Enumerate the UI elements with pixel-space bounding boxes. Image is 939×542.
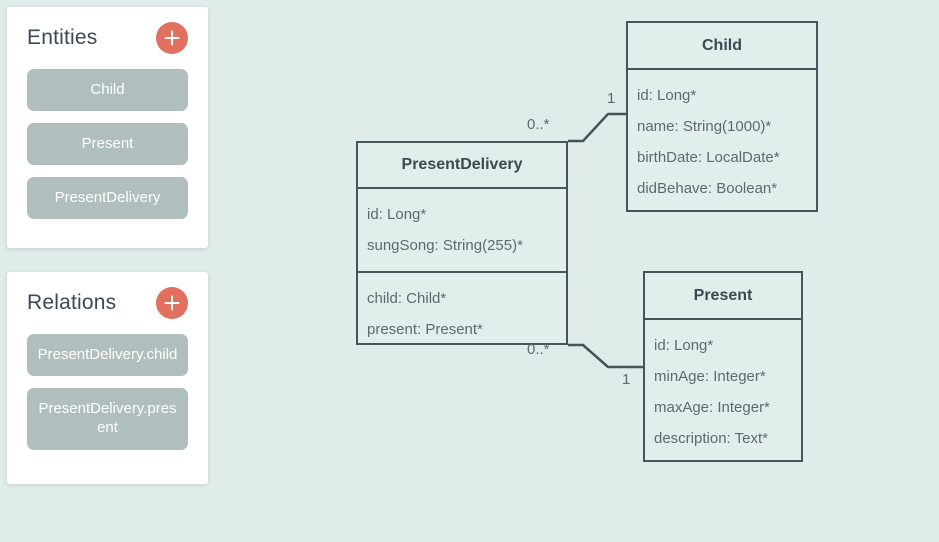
- entity-box-presentdelivery[interactable]: PresentDelivery id: Long* sungSong: Stri…: [356, 141, 568, 345]
- relations-panel: Relations PresentDelivery.child PresentD…: [7, 272, 208, 484]
- entity-box-child[interactable]: Child id: Long* name: String(1000)* birt…: [626, 21, 818, 212]
- entity-attribute: id: Long*: [654, 337, 714, 354]
- entity-title-present: Present: [645, 273, 801, 320]
- entity-list-item-presentdelivery[interactable]: PresentDelivery: [27, 177, 188, 219]
- entities-panel-header: Entities: [27, 7, 188, 69]
- add-relation-button[interactable]: [156, 287, 188, 319]
- entity-title-child: Child: [628, 23, 816, 70]
- entity-attributes-presentdelivery: id: Long* sungSong: String(255)*: [358, 189, 566, 271]
- connector-presentdelivery-present: [568, 343, 643, 369]
- cardinality-label-presentdelivery-child-target: 1: [607, 90, 616, 107]
- entity-attribute: sungSong: String(255)*: [367, 237, 523, 254]
- entities-panel: Entities Child Present PresentDelivery: [7, 7, 208, 248]
- entity-attribute: didBehave: Boolean*: [637, 180, 778, 197]
- entity-relation-attribute: child: Child*: [367, 290, 447, 307]
- entity-attribute: minAge: Integer*: [654, 368, 766, 385]
- entity-attribute: maxAge: Integer*: [654, 399, 770, 416]
- relations-panel-title: Relations: [27, 291, 117, 314]
- relation-list-item-presentdelivery-child[interactable]: PresentDelivery.child: [27, 334, 188, 376]
- connector-presentdelivery-child: [568, 112, 626, 143]
- cardinality-label-presentdelivery-child-source: 0..*: [527, 116, 550, 133]
- entity-attributes-present: id: Long* minAge: Integer* maxAge: Integ…: [645, 320, 801, 464]
- cardinality-label-presentdelivery-present-target: 1: [622, 371, 631, 388]
- entity-list-item-child[interactable]: Child: [27, 69, 188, 111]
- entity-title-presentdelivery: PresentDelivery: [358, 143, 566, 189]
- entity-attributes-child: id: Long* name: String(1000)* birthDate:…: [628, 70, 816, 214]
- entity-attribute: description: Text*: [654, 430, 768, 447]
- entity-list-item-present[interactable]: Present: [27, 123, 188, 165]
- entity-relation-attribute: present: Present*: [367, 321, 483, 338]
- entity-relations-presentdelivery: child: Child* present: Present*: [358, 271, 566, 355]
- entity-attribute: birthDate: LocalDate*: [637, 149, 780, 166]
- add-entity-button[interactable]: [156, 22, 188, 54]
- entity-attribute: name: String(1000)*: [637, 118, 772, 135]
- entity-box-present[interactable]: Present id: Long* minAge: Integer* maxAg…: [643, 271, 803, 462]
- entity-attribute: id: Long*: [637, 87, 697, 104]
- cardinality-label-presentdelivery-present-source: 0..*: [527, 341, 550, 358]
- relations-panel-header: Relations: [27, 272, 188, 334]
- entity-attribute: id: Long*: [367, 206, 427, 223]
- relation-list-item-presentdelivery-present[interactable]: PresentDelivery.present: [27, 388, 188, 450]
- entities-panel-title: Entities: [27, 26, 98, 49]
